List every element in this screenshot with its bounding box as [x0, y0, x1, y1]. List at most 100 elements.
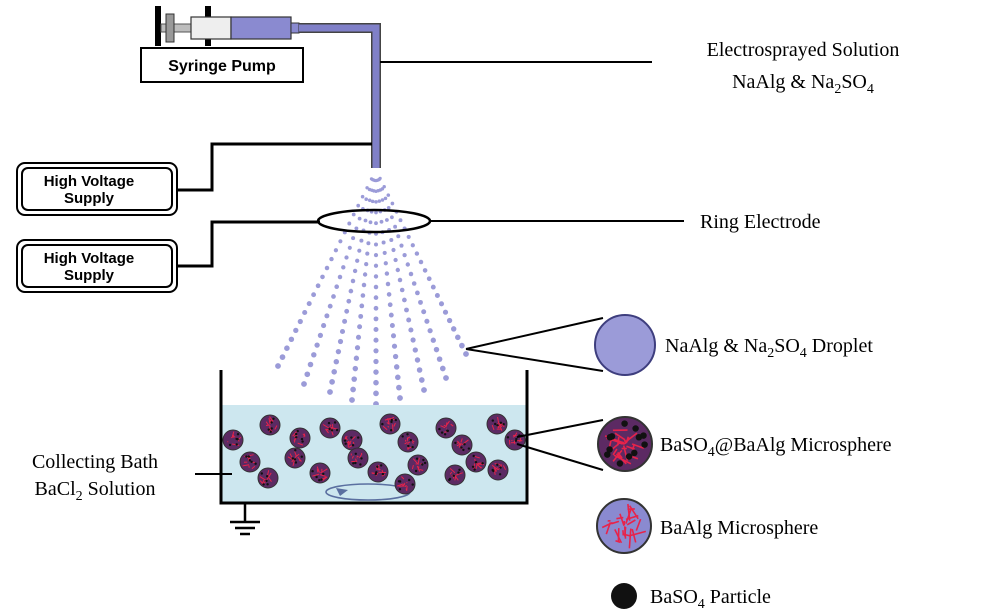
spray-droplet: [314, 342, 320, 348]
spray-droplet: [335, 348, 342, 355]
spray-droplet: [320, 274, 325, 280]
spray-droplet: [421, 387, 427, 393]
spray-droplet: [347, 245, 352, 250]
spray-cone: [275, 176, 469, 407]
hv-supply-2-label-line2: Supply: [64, 267, 115, 284]
spray-droplet: [279, 354, 286, 360]
spray-droplet: [358, 313, 364, 319]
spray-droplet: [348, 288, 354, 294]
spray-droplet: [397, 277, 403, 283]
legend-baso4-baalg-label: BaSO4@BaAlg Microsphere: [660, 434, 892, 460]
spray-droplet: [337, 274, 343, 280]
stir-arrow-icon: [336, 488, 348, 496]
spray-droplet: [374, 210, 378, 215]
microsphere: [379, 413, 401, 435]
microsphere: [444, 464, 466, 486]
needle-tubing: [299, 23, 381, 168]
spray-droplet: [379, 219, 384, 224]
spray-droplet: [378, 176, 382, 181]
spray-droplet: [399, 243, 404, 248]
spray-droplet: [297, 318, 303, 325]
spray-droplet: [373, 358, 379, 365]
spray-droplet: [414, 251, 420, 256]
spray-droplet: [389, 237, 394, 243]
spray-droplet: [365, 186, 369, 190]
microsphere-icon: [596, 498, 652, 554]
spray-droplet: [354, 345, 361, 351]
microsphere: [487, 459, 509, 481]
spray-droplet: [324, 313, 330, 319]
spray-droplet: [363, 218, 368, 223]
spray-droplet: [293, 327, 299, 334]
syringe-mount-left: [155, 6, 161, 46]
microsphere: [596, 498, 652, 554]
syringe-barrel-empty: [190, 16, 232, 40]
spray-droplet: [390, 215, 394, 220]
syringe-plunger-head: [165, 13, 175, 43]
spray-droplet: [390, 201, 395, 206]
spray-droplet: [275, 363, 281, 369]
spray-droplet: [381, 240, 386, 245]
spray-droplet: [390, 333, 397, 339]
spray-droplet: [408, 327, 414, 333]
spray-droplet: [311, 292, 317, 298]
spray-droplet: [329, 256, 334, 262]
microsphere-callout-top: [516, 419, 604, 438]
syringe-pump-box: Syringe Pump: [140, 47, 304, 83]
microsphere: [407, 454, 429, 476]
spray-droplet: [385, 218, 389, 222]
spray-droplet: [347, 221, 352, 226]
spray-droplet: [331, 294, 336, 299]
droplet-callout-top: [465, 317, 604, 350]
spray-droplet: [395, 267, 400, 273]
spray-droplet: [359, 238, 364, 243]
legend-droplet-label: NaAlg & Na2SO4 Droplet: [665, 335, 873, 361]
droplet-icon: [594, 314, 656, 376]
microsphere: [367, 461, 389, 483]
legend-baalg-label: BaAlg Microsphere: [660, 517, 818, 539]
spray-droplet: [412, 347, 418, 353]
microsphere: [319, 417, 341, 439]
syringe-tip: [290, 22, 300, 34]
spray-droplet: [404, 307, 409, 313]
spray-droplet: [402, 297, 407, 303]
spray-droplet: [346, 298, 352, 304]
syringe: [155, 6, 300, 46]
spray-droplet: [395, 374, 401, 381]
spray-droplet: [392, 353, 399, 360]
particle-icon: [611, 583, 637, 609]
spray-droplet: [411, 281, 417, 286]
spray-droplet: [382, 184, 386, 189]
spray-droplet: [438, 301, 445, 307]
spray-droplet: [416, 367, 423, 373]
hv-wire-1: [178, 142, 372, 192]
spray-droplet: [373, 295, 379, 300]
spray-droplet: [359, 303, 365, 309]
spray-droplet: [443, 375, 449, 381]
spray-droplet: [427, 328, 433, 334]
spray-droplet: [391, 343, 398, 349]
spray-droplet: [307, 361, 314, 368]
spray-droplet: [418, 299, 423, 305]
spray-droplet: [333, 248, 339, 253]
electrosprayed-formula: NaAlg & Na2SO4: [732, 71, 874, 97]
legend-particle-label: BaSO4 Particle: [650, 586, 771, 612]
spray-droplet: [436, 356, 443, 362]
spray-droplet: [366, 241, 371, 246]
spray-droplet: [393, 364, 400, 370]
spray-droplet: [406, 317, 412, 323]
microsphere: [394, 473, 416, 495]
spray-droplet: [333, 358, 340, 365]
ring-electrode: [316, 208, 432, 234]
spray-droplet: [393, 257, 398, 263]
spray-droplet: [357, 216, 362, 221]
spray-droplet: [306, 301, 312, 307]
spray-droplet: [364, 261, 369, 267]
spray-droplet: [391, 247, 396, 253]
spray-droplet: [352, 365, 359, 372]
spray-droplet: [402, 252, 407, 258]
spray-droplet: [384, 271, 390, 276]
microsphere: [257, 467, 279, 489]
spray-droplet: [397, 395, 403, 401]
